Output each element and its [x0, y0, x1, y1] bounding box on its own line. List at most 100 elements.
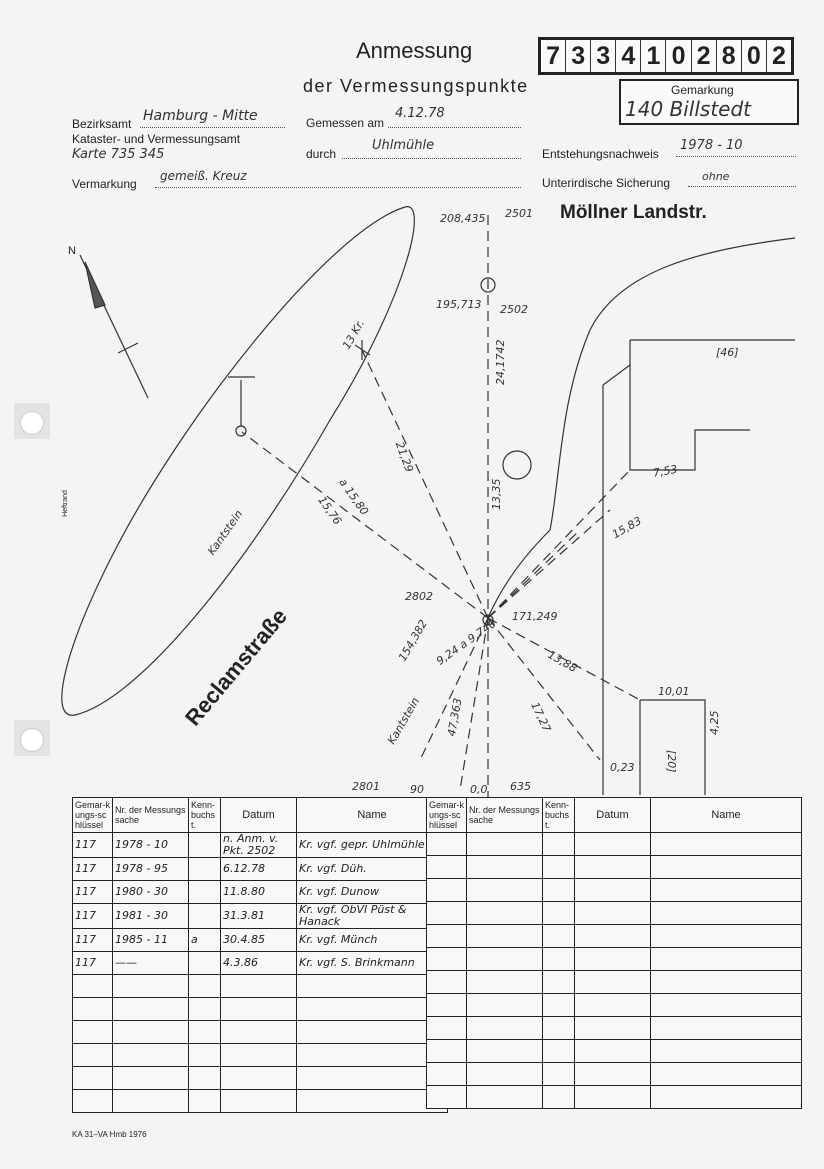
table-cell — [542, 1039, 575, 1063]
table-cell — [574, 924, 651, 948]
table-cell — [466, 1039, 543, 1063]
table-cell — [72, 997, 113, 1021]
table-cell — [188, 1043, 221, 1067]
table-cell — [426, 924, 467, 948]
number-digit: 3 — [591, 40, 617, 72]
table-cell: 6.12.78 — [220, 857, 297, 881]
traffic-island-outline — [61, 206, 415, 716]
table-cell — [466, 1016, 543, 1040]
table-row — [426, 901, 802, 925]
table-cell — [72, 1020, 113, 1044]
column-header: Name — [296, 797, 448, 833]
table-cell: 1978 - 95 — [112, 857, 189, 881]
table-cell — [542, 947, 575, 971]
table-cell — [542, 832, 575, 856]
number-digit: 4 — [616, 40, 642, 72]
table-cell — [650, 855, 802, 879]
table-row — [72, 1020, 448, 1044]
table-cell — [72, 1089, 113, 1113]
table-cell — [542, 878, 575, 902]
street-name-top: Möllner Landstr. — [560, 202, 707, 223]
table-cell: 117 — [72, 857, 113, 881]
durch-value: Uhlmühle — [372, 138, 435, 153]
sketch-label: 90 — [410, 783, 424, 796]
table-cell — [650, 901, 802, 925]
table-cell — [466, 993, 543, 1017]
table-cell — [188, 1089, 221, 1113]
sketch-label: 208,435 — [440, 212, 486, 225]
table-cell — [188, 951, 221, 975]
table-cell — [112, 1066, 189, 1090]
sketch-label: [46] — [716, 346, 739, 359]
sicherung-value: ohne — [702, 170, 730, 183]
sicherung-label: Unterirdische Sicherung — [542, 176, 671, 190]
table-row — [72, 974, 448, 998]
table-cell: 1981 - 30 — [112, 903, 189, 929]
table-cell — [426, 993, 467, 1017]
table-cell — [188, 974, 221, 998]
table-cell — [574, 947, 651, 971]
form-footer: KA 31–VA Hmb 1976 — [72, 1130, 147, 1139]
table-cell — [650, 924, 802, 948]
table-cell: 11.8.80 — [220, 880, 297, 904]
table-cell — [574, 970, 651, 994]
table-row — [72, 1043, 448, 1067]
table-cell: 31.3.81 — [220, 903, 297, 929]
table-cell — [466, 878, 543, 902]
table-cell — [542, 993, 575, 1017]
point-2502 — [480, 277, 496, 293]
table-cell — [466, 855, 543, 879]
table-cell — [112, 1020, 189, 1044]
table-cell: Kr. vgf. ÖbVI Püst & Hanack — [296, 903, 448, 929]
form-subtitle: der Vermessungspunkte — [303, 76, 529, 96]
table-cell — [220, 1043, 297, 1067]
sketch-label: [20] — [665, 750, 678, 773]
table-cell — [296, 1089, 448, 1113]
table-cell: 1985 - 11 — [112, 928, 189, 952]
table-cell — [426, 1062, 467, 1086]
number-digit: 2 — [771, 42, 786, 70]
table-cell: —— — [112, 951, 189, 975]
table-cell — [112, 1043, 189, 1067]
table-cell — [574, 1016, 651, 1040]
table-row — [426, 993, 802, 1017]
table-row — [426, 924, 802, 948]
number-digit: 3 — [566, 40, 592, 72]
column-header: Kenn-buchst. — [542, 797, 575, 833]
column-header: Datum — [220, 797, 297, 833]
sketch-label: 13,35 — [490, 478, 503, 511]
sketch-label: 2801 — [352, 780, 380, 793]
table-cell — [296, 997, 448, 1021]
table-cell: 117 — [72, 928, 113, 952]
table-cell — [426, 970, 467, 994]
table-row — [426, 1085, 802, 1109]
table-cell — [466, 970, 543, 994]
table-row — [426, 855, 802, 879]
table-cell — [542, 924, 575, 948]
table-cell — [650, 878, 802, 902]
table-cell — [574, 878, 651, 902]
table-cell — [466, 901, 543, 925]
table-cell — [220, 1020, 297, 1044]
entstehung-value: 1978 - 10 — [680, 138, 743, 153]
table-cell — [112, 1089, 189, 1113]
table-cell — [574, 901, 651, 925]
table-cell — [574, 993, 651, 1017]
table-cell — [220, 1089, 297, 1113]
table-cell: 1978 - 10 — [112, 832, 189, 858]
bezirksamt-value: Hamburg - Mitte — [143, 108, 258, 124]
table-cell — [72, 1043, 113, 1067]
sign-post — [228, 376, 255, 426]
table-cell — [574, 855, 651, 879]
durch-label: durch — [306, 147, 337, 161]
table-cell — [574, 1039, 651, 1063]
table-cell — [72, 1066, 113, 1090]
number-digit: 1 — [641, 40, 667, 72]
table-row — [426, 1016, 802, 1040]
table-cell — [542, 901, 575, 925]
